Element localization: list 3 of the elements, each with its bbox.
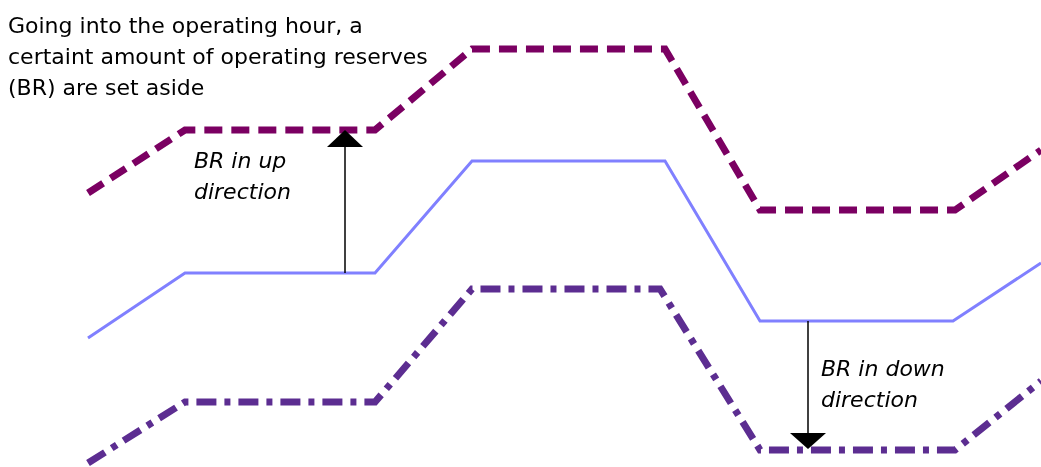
annotation-text: BR in up direction <box>194 147 292 206</box>
annotation-text: BR in down direction <box>821 355 946 414</box>
annotation-text: Going into the operating hour, a certaint amount of operating reserves (BR) are set aside <box>8 12 428 102</box>
